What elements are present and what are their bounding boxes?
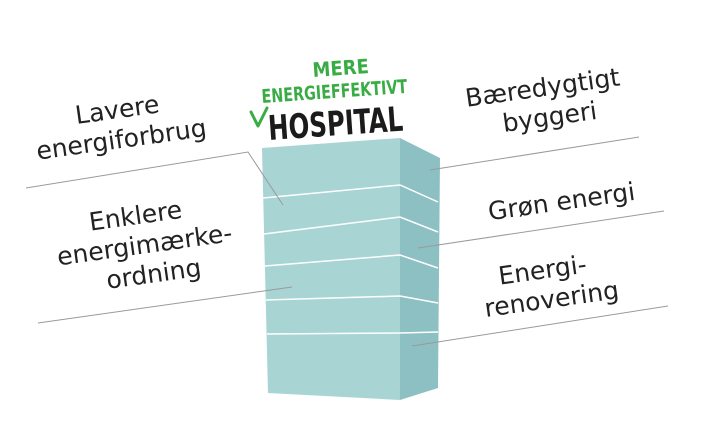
label-energy-renovation: Energi- renovering bbox=[483, 250, 621, 323]
hospital-building bbox=[262, 138, 440, 400]
building-side-face bbox=[400, 138, 440, 400]
leader-line-lower-consumption bbox=[25, 151, 284, 206]
leader-line-simpler-labeling bbox=[37, 286, 293, 324]
label-sustainable-building: Bæredygtigt byggeri bbox=[463, 62, 621, 137]
leader-line-green-energy bbox=[417, 210, 665, 249]
floor-line-3 bbox=[264, 254, 439, 269]
leader-line-energy-renovation bbox=[411, 305, 669, 347]
leader-line-sustainable-building bbox=[429, 136, 640, 171]
floor-line-5 bbox=[266, 331, 439, 335]
title-line-hospital: HOSPITAL bbox=[267, 100, 404, 149]
hospital-title: MERE ENERGIEFFEKTIVT HOSPITAL bbox=[249, 54, 408, 149]
building-floor-lines bbox=[262, 184, 439, 335]
floor-line-4 bbox=[265, 295, 439, 304]
check-icon bbox=[249, 106, 269, 128]
title-line-mere: MERE bbox=[312, 54, 370, 82]
building-front-face bbox=[262, 138, 400, 400]
label-lower-consumption: Lavere energiforbrug bbox=[34, 89, 208, 165]
label-simpler-labeling: Enklere energimærke- ordning bbox=[55, 195, 234, 295]
leader-lines bbox=[25, 136, 669, 347]
floor-line-1 bbox=[262, 184, 439, 203]
floor-line-2 bbox=[263, 216, 439, 235]
